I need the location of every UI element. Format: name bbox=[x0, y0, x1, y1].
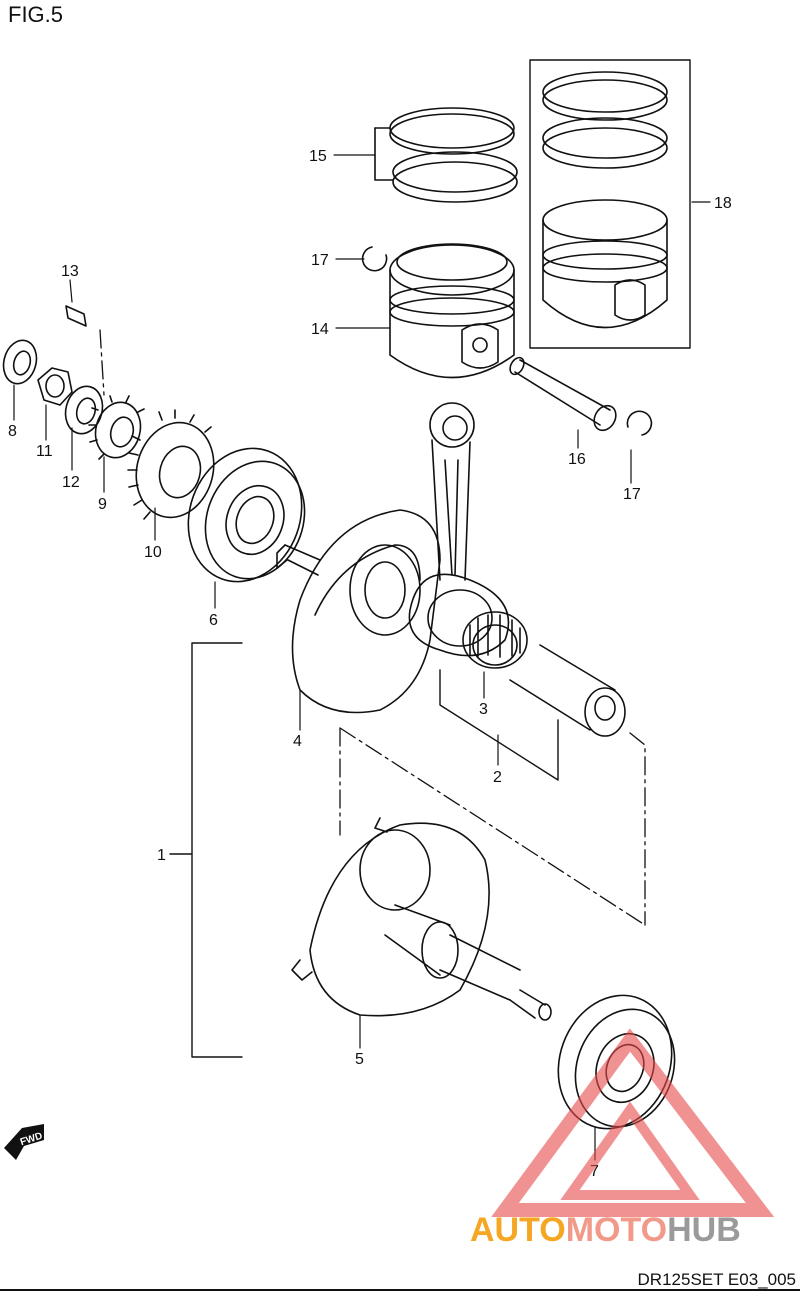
needle-bearing bbox=[462, 611, 528, 669]
connecting-rod bbox=[408, 402, 510, 657]
callout-13: 13 bbox=[61, 263, 79, 280]
callout-4: 4 bbox=[293, 733, 302, 750]
set-bracket bbox=[439, 669, 559, 781]
callout-5: 5 bbox=[355, 1051, 364, 1068]
assembly-bracket bbox=[191, 642, 243, 1058]
callout-10: 10 bbox=[144, 544, 162, 561]
callout-6: 6 bbox=[209, 612, 218, 629]
oil-seal bbox=[2, 339, 38, 385]
crank-pin bbox=[509, 644, 626, 737]
callout-18: 18 bbox=[714, 195, 732, 212]
callout-1: 1 bbox=[157, 847, 166, 864]
circlip-lower bbox=[626, 410, 653, 436]
washer bbox=[64, 385, 104, 435]
drive-gear bbox=[88, 395, 145, 460]
callout-17-upper: 17 bbox=[311, 252, 329, 269]
callout-17-lower: 17 bbox=[623, 486, 641, 503]
callout-8: 8 bbox=[8, 423, 17, 440]
callout-16: 16 bbox=[568, 451, 586, 468]
piston bbox=[389, 243, 515, 379]
nut bbox=[37, 367, 73, 406]
circlip-upper bbox=[361, 246, 388, 272]
callout-14: 14 bbox=[311, 321, 329, 338]
callout-15: 15 bbox=[309, 148, 327, 165]
figure-title: FIG.5 bbox=[8, 2, 64, 27]
piston-pin bbox=[509, 356, 617, 432]
callout-12: 12 bbox=[62, 474, 80, 491]
crankshaft-right bbox=[291, 817, 552, 1021]
fwd-arrow-icon: FWD bbox=[4, 1124, 44, 1160]
callout-3: 3 bbox=[479, 701, 488, 718]
primary-gear bbox=[127, 409, 215, 520]
watermark-logo bbox=[491, 1028, 775, 1217]
ball-bearing-left bbox=[187, 447, 306, 583]
diagram-code: DR125SET E03_005 bbox=[637, 1270, 796, 1289]
callout-11: 11 bbox=[36, 443, 53, 460]
woodruff-key bbox=[65, 305, 87, 327]
callout-7: 7 bbox=[590, 1163, 599, 1180]
callout-9: 9 bbox=[98, 496, 107, 513]
callout-2: 2 bbox=[493, 769, 502, 786]
piston-and-ring-set-box bbox=[529, 59, 691, 349]
piston-rings bbox=[374, 107, 518, 203]
watermark-text: AUTOMOTOHUB bbox=[470, 1211, 741, 1249]
crankshaft-left bbox=[276, 509, 441, 714]
